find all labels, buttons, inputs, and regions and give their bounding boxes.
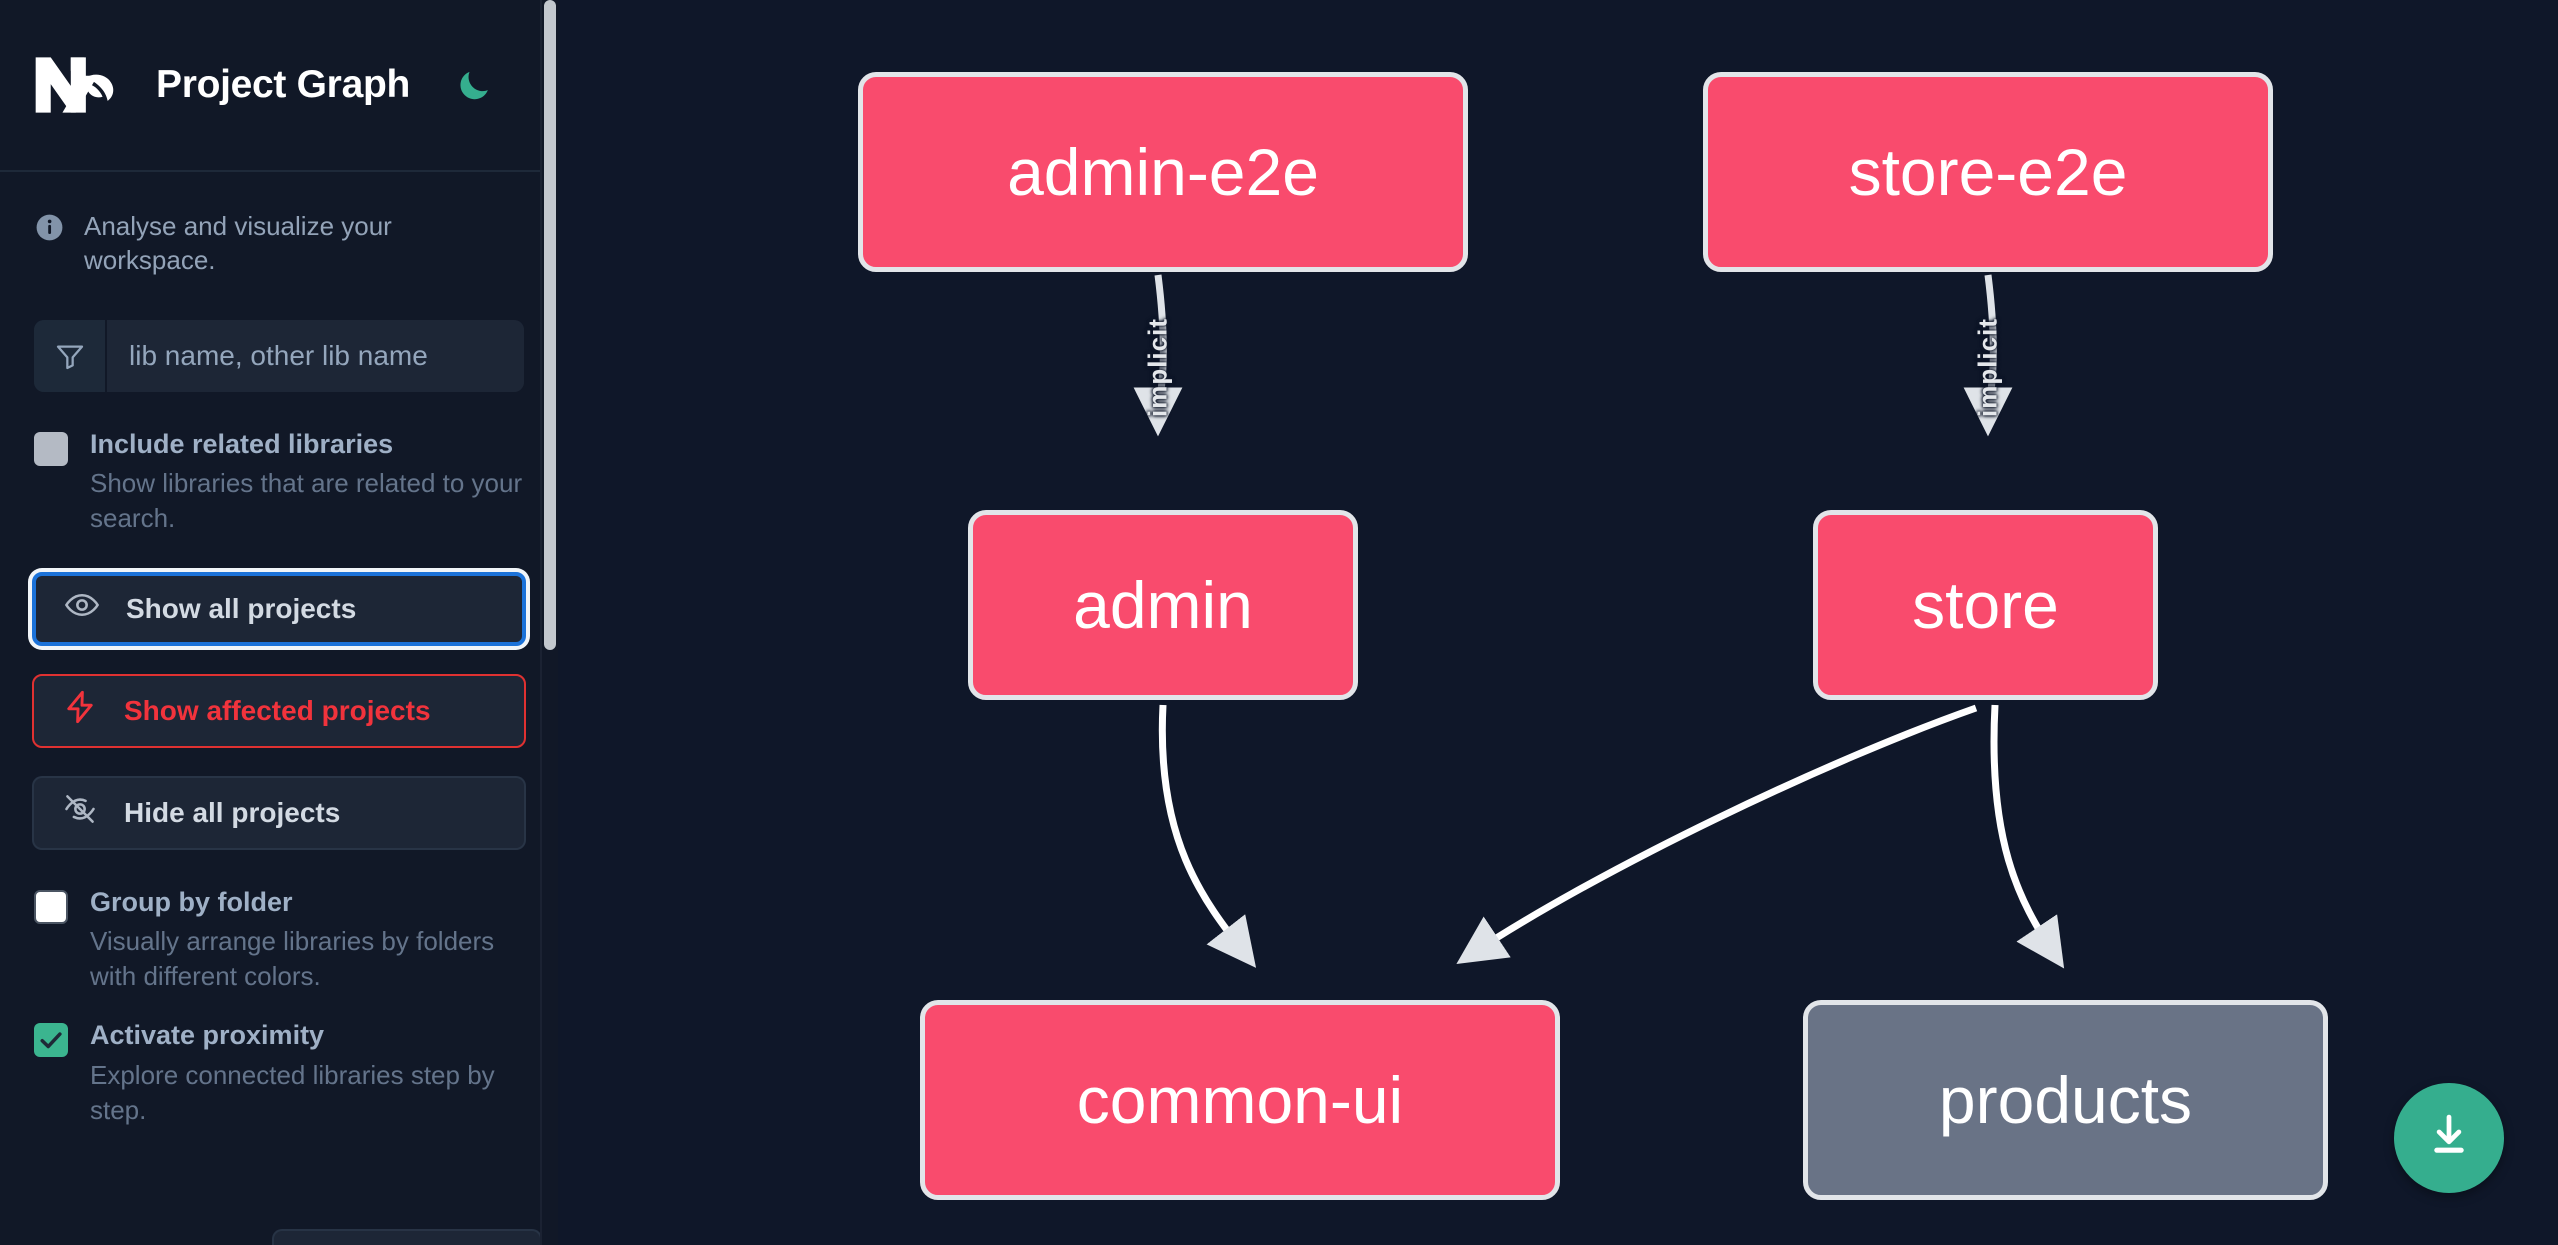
sidebar-header: Project Graph <box>0 0 558 172</box>
download-icon <box>2422 1109 2476 1168</box>
button-label: Hide all projects <box>124 796 341 828</box>
node-label: store-e2e <box>1848 135 2128 209</box>
filter-box[interactable] <box>34 319 524 392</box>
show-affected-projects-button[interactable]: Show affected projects <box>32 673 526 748</box>
option-description: Explore connected libraries step by step… <box>90 1060 495 1125</box>
graph-edges <box>1133 274 2065 969</box>
sidebar-divider <box>540 0 542 1245</box>
button-label: Show affected projects <box>124 694 431 726</box>
graph-node-admin[interactable]: admin <box>968 510 1358 700</box>
node-label: admin-e2e <box>1007 135 1319 209</box>
node-label: store <box>1912 568 2059 642</box>
node-label: common-ui <box>1076 1063 1404 1137</box>
graph-node-common-ui[interactable]: common-ui <box>920 1000 1560 1200</box>
page-title: Project Graph <box>156 63 410 106</box>
option-description: Show libraries that are related to your … <box>90 468 523 533</box>
button-label: Show all projects <box>126 592 357 624</box>
option-include-related-libraries[interactable]: Include related libraries Show libraries… <box>0 392 558 536</box>
funnel-icon <box>34 319 107 392</box>
eye-icon <box>64 587 100 630</box>
option-title: Include related libraries <box>90 428 394 459</box>
nx-logo-icon <box>34 54 126 116</box>
graph-node-admin-e2e[interactable]: admin-e2e <box>858 72 1468 272</box>
sidebar-bottom-panel[interactable] <box>272 1229 542 1245</box>
option-activate-proximity[interactable]: Activate proximity Explore connected lib… <box>0 993 558 1127</box>
lightning-bolt-icon <box>62 689 98 732</box>
graph-node-products[interactable]: products <box>1803 1000 2328 1200</box>
group-by-folder-checkbox[interactable] <box>34 889 68 924</box>
node-label: admin <box>1073 568 1253 642</box>
graph-canvas[interactable]: admin-e2e store-e2e admin store common-u… <box>558 0 2558 1245</box>
activate-proximity-checkbox[interactable] <box>34 1023 68 1058</box>
download-graph-button[interactable] <box>2394 1083 2504 1193</box>
sidebar-note: Analyse and visualize your workspace. <box>0 172 558 278</box>
show-all-projects-button[interactable]: Show all projects <box>32 571 526 646</box>
view-buttons: Show all projects Show affected projects <box>0 536 558 850</box>
include-related-libraries-checkbox[interactable] <box>34 431 68 466</box>
hide-all-projects-button[interactable]: Hide all projects <box>32 775 526 850</box>
filter-row <box>0 278 558 392</box>
graph-node-store[interactable]: store <box>1813 510 2158 700</box>
search-input[interactable] <box>107 319 524 392</box>
option-title: Group by folder <box>90 886 293 917</box>
sidebar: Project Graph Analyse and visualize your… <box>0 0 558 1245</box>
option-description: Visually arrange libraries by folders wi… <box>90 926 495 991</box>
graph-node-store-e2e[interactable]: store-e2e <box>1703 72 2273 272</box>
option-title: Activate proximity <box>90 1020 325 1051</box>
node-label: products <box>1938 1063 2193 1137</box>
sidebar-scrollbar-thumb[interactable] <box>544 0 556 650</box>
sidebar-note-text: Analyse and visualize your workspace. <box>84 211 392 275</box>
sidebar-scrollbar-track[interactable] <box>542 0 558 1245</box>
option-group-by-folder[interactable]: Group by folder Visually arrange librari… <box>0 850 558 994</box>
moon-icon[interactable] <box>452 63 496 107</box>
eye-off-icon <box>62 791 98 834</box>
info-icon <box>34 212 65 248</box>
